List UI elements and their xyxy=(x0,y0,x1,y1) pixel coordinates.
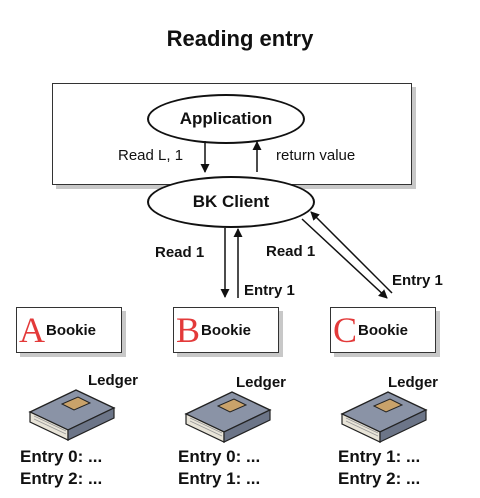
bookie-c-label: Bookie xyxy=(358,321,409,339)
ledger-c-entries: Entry 1: ... Entry 2: ... xyxy=(338,446,420,490)
ledger-b-entries: Entry 0: ... Entry 1: ... xyxy=(178,446,260,490)
bookie-b-label: Bookie xyxy=(201,321,252,339)
application-node: Application xyxy=(147,94,305,144)
ledger-a-entry-1: Entry 0: ... xyxy=(20,447,103,466)
read-b-label: Read 1 xyxy=(155,244,205,261)
arrow-entry-c xyxy=(310,211,393,294)
ledger-c-entry-2: Entry 2: ... xyxy=(338,469,421,488)
bookie-c: C Bookie xyxy=(330,307,436,353)
bookie-b: B Bookie xyxy=(173,307,279,353)
diagram-title: Reading entry xyxy=(166,26,314,51)
entry-b-label: Entry 1 xyxy=(244,282,295,299)
request-label: Read L, 1 xyxy=(118,147,184,164)
ledger-b-entry-1: Entry 0: ... xyxy=(178,447,261,466)
ledger-c-label: Ledger xyxy=(388,374,439,391)
response-label: return value xyxy=(276,147,356,164)
ledger-b-book-icon xyxy=(184,391,272,443)
ledger-b-entry-2: Entry 1: ... xyxy=(178,469,261,488)
entry-c-label: Entry 1 xyxy=(392,272,443,289)
bk-client-label: BK Client xyxy=(192,192,270,211)
ledger-a-entry-2: Entry 2: ... xyxy=(20,469,103,488)
read-c-label: Read 1 xyxy=(266,243,316,260)
ledger-a-book-icon xyxy=(28,389,116,441)
ledger-a-entries: Entry 0: ... Entry 2: ... xyxy=(20,446,102,490)
ledger-c-book-icon xyxy=(340,391,428,443)
bk-client-node: BK Client xyxy=(147,176,315,228)
bookie-b-letter: B xyxy=(176,310,201,350)
ledger-b-label: Ledger xyxy=(236,374,287,391)
bookie-a-label: Bookie xyxy=(46,321,97,339)
application-label: Application xyxy=(179,109,273,128)
ledger-a-label: Ledger xyxy=(88,372,139,389)
arrow-read-c xyxy=(301,218,388,299)
ledger-c-entry-1: Entry 1: ... xyxy=(338,447,421,466)
bookie-c-letter: C xyxy=(333,310,358,350)
bookie-a: A Bookie xyxy=(16,307,122,353)
bookie-a-letter: A xyxy=(19,310,45,350)
